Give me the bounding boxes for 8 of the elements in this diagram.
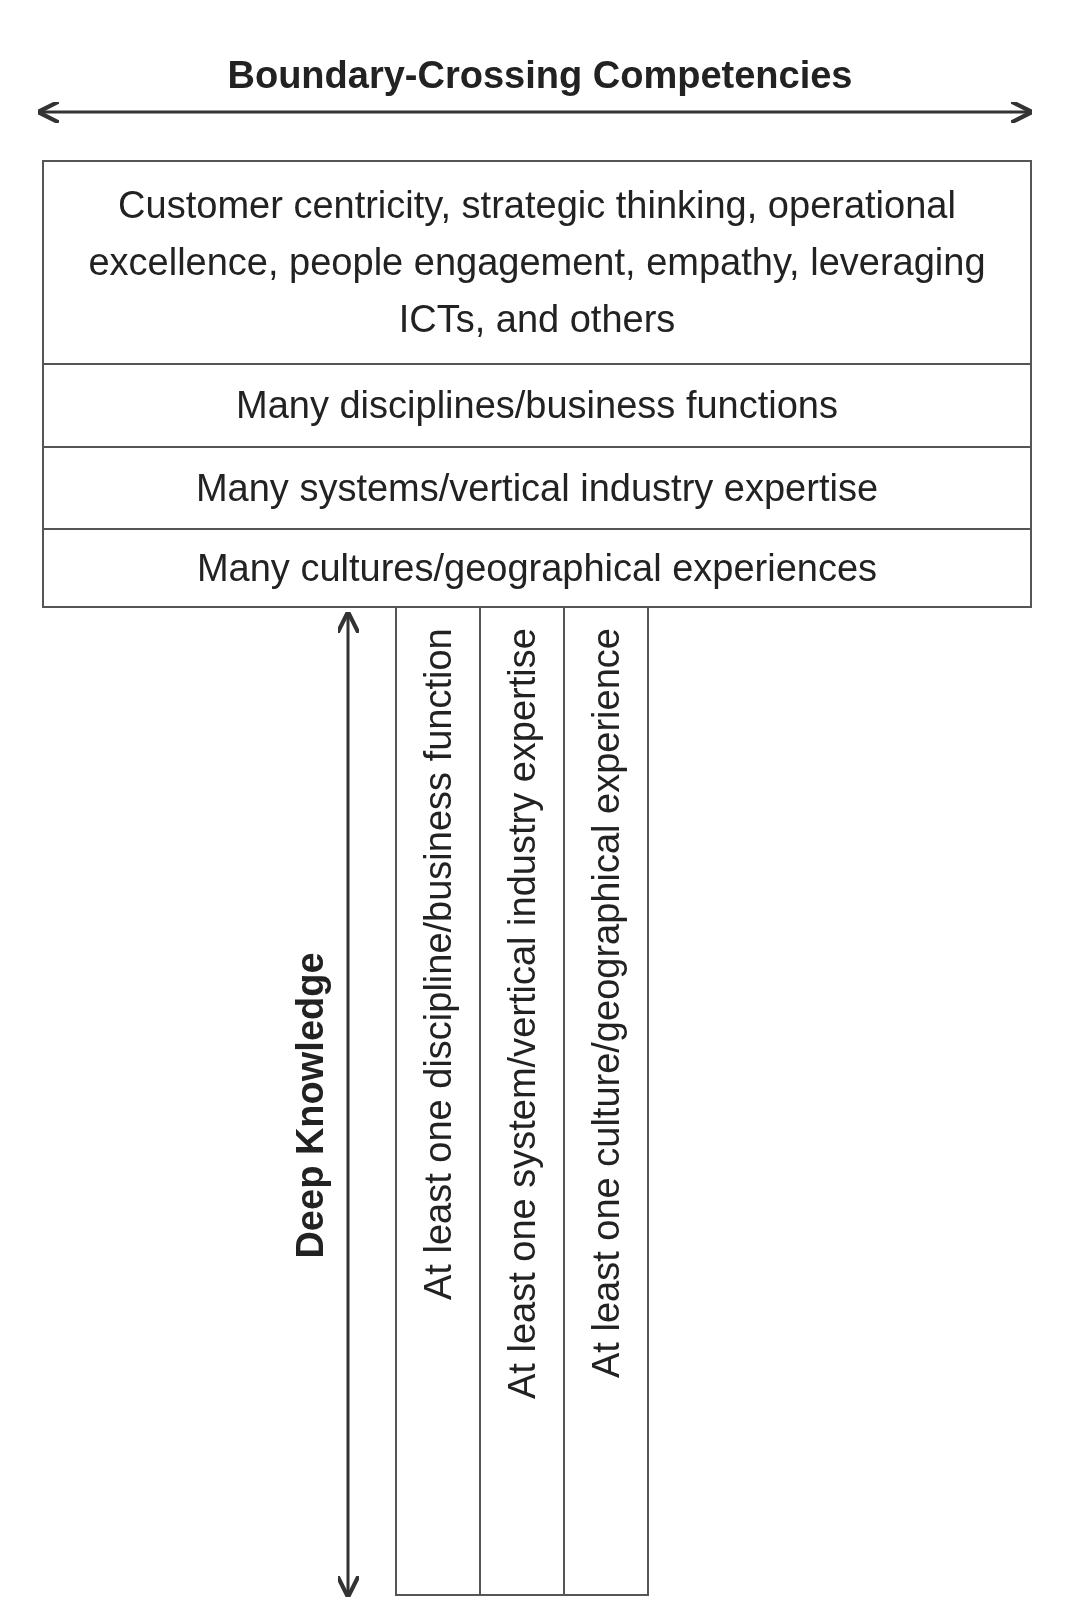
knowledge-column: At least one culture/geographical experience	[563, 606, 649, 1596]
knowledge-column: At least one discipline/business function	[395, 606, 481, 1596]
competency-row: Many cultures/geographical experiences	[42, 528, 1032, 608]
competency-row: Many disciplines/business functions	[42, 363, 1032, 448]
competency-row: Many systems/vertical industry expertise	[42, 446, 1032, 530]
axis-label: Boundary-Crossing Competencies	[227, 53, 853, 97]
axis-label: Deep Knowledge	[288, 951, 332, 1259]
competency-row: Customer centricity, strategic thinking, operational excellence, people engagement, empathy, leveraging ICTs, and others	[42, 160, 1032, 365]
